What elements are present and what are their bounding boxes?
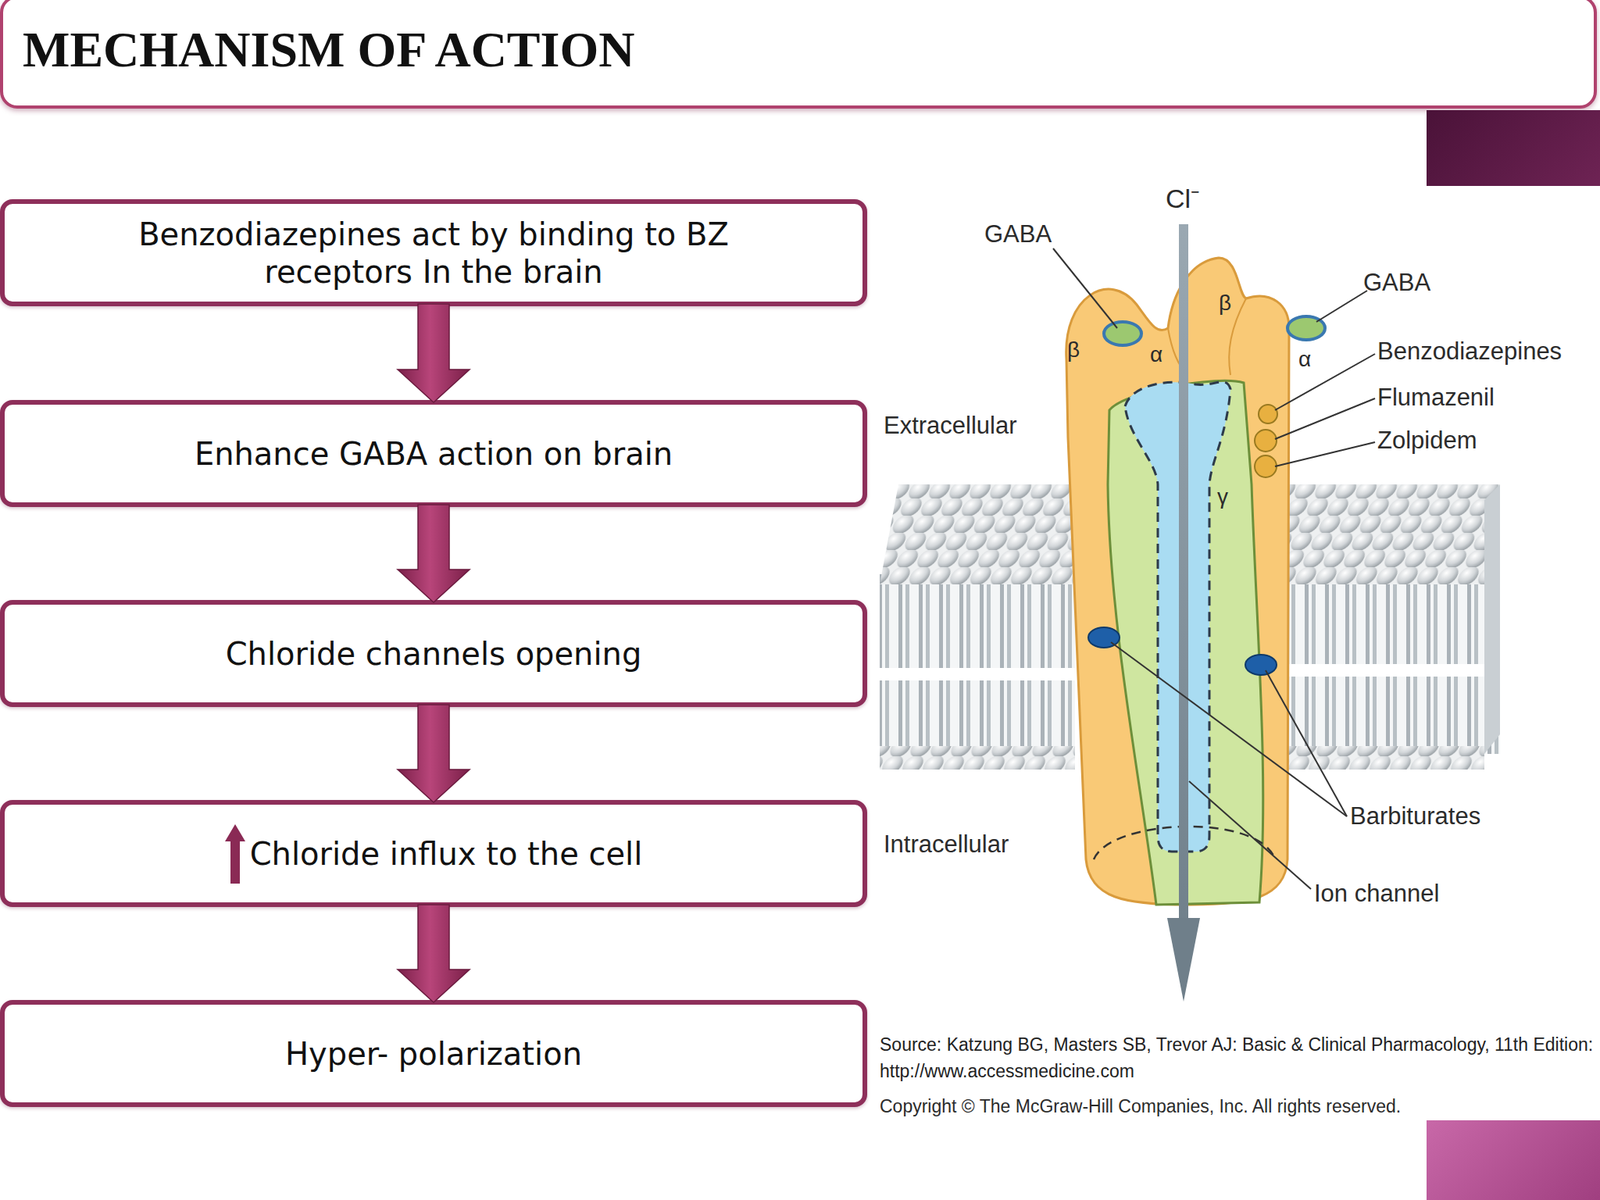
box-content: Enhance GABA action on brain [194, 435, 673, 473]
process-box: Enhance GABA action on brain [0, 400, 868, 508]
part-label: GABA [1363, 269, 1431, 297]
chloride-flow-arrow [1167, 224, 1200, 1002]
slide-title: MECHANISM OF ACTION [22, 25, 635, 75]
binding-sites [1088, 316, 1325, 675]
process-box: Benzodiazepines act by binding to BZ rec… [0, 199, 868, 307]
process-box: Chloride influx to the cell [0, 800, 868, 908]
part-label: Zolpidem [1377, 427, 1478, 454]
part-label: α [1298, 347, 1311, 372]
part-label: Barbiturates [1350, 803, 1481, 830]
part-label: α [1150, 342, 1163, 368]
part-label: Ion channel [1314, 880, 1440, 908]
box-text: Chloride channels opening [225, 635, 643, 673]
box-content: Hyper- polarization [285, 1035, 583, 1073]
box-text: Benzodiazepines act by binding to BZ rec… [78, 215, 789, 291]
part-label: β [1067, 338, 1080, 363]
corner-block [1426, 110, 1600, 186]
part-label: GABA [984, 221, 1052, 248]
part-label: Extracellular [883, 412, 1018, 440]
part-label: Intracellular [883, 831, 1009, 858]
part-label: β [1218, 291, 1232, 316]
part-label: Cl⁻ [1165, 184, 1200, 214]
box-text: Chloride influx to the cell [250, 835, 643, 873]
box-text: Hyper- polarization [285, 1035, 583, 1073]
box-content: Chloride influx to the cell [225, 824, 643, 884]
flow-arrow [397, 704, 470, 803]
process-box: Chloride channels opening [0, 600, 868, 708]
flow-arrow [397, 904, 470, 1003]
part-label: γ [1217, 485, 1229, 510]
part-label: Flumazenil [1377, 384, 1495, 411]
box-text: Enhance GABA action on brain [194, 435, 673, 473]
box-content: Benzodiazepines act by binding to BZ rec… [78, 215, 789, 291]
flow-arrow [397, 303, 470, 403]
process-box: Hyper- polarization [0, 1000, 868, 1108]
increase-arrow [225, 824, 246, 884]
figure-source: Source: Katzung BG, Masters SB, Trevor A… [879, 1031, 1595, 1085]
receptor-protein [1066, 257, 1290, 905]
leader-lines [1053, 248, 1375, 890]
flow-arrow [397, 504, 470, 603]
part-label: Benzodiazepines [1377, 338, 1562, 365]
corner-block [1426, 1120, 1600, 1200]
copyright-note: Copyright © The McGraw-Hill Companies, I… [879, 1096, 1401, 1117]
box-content: Chloride channels opening [225, 635, 643, 673]
